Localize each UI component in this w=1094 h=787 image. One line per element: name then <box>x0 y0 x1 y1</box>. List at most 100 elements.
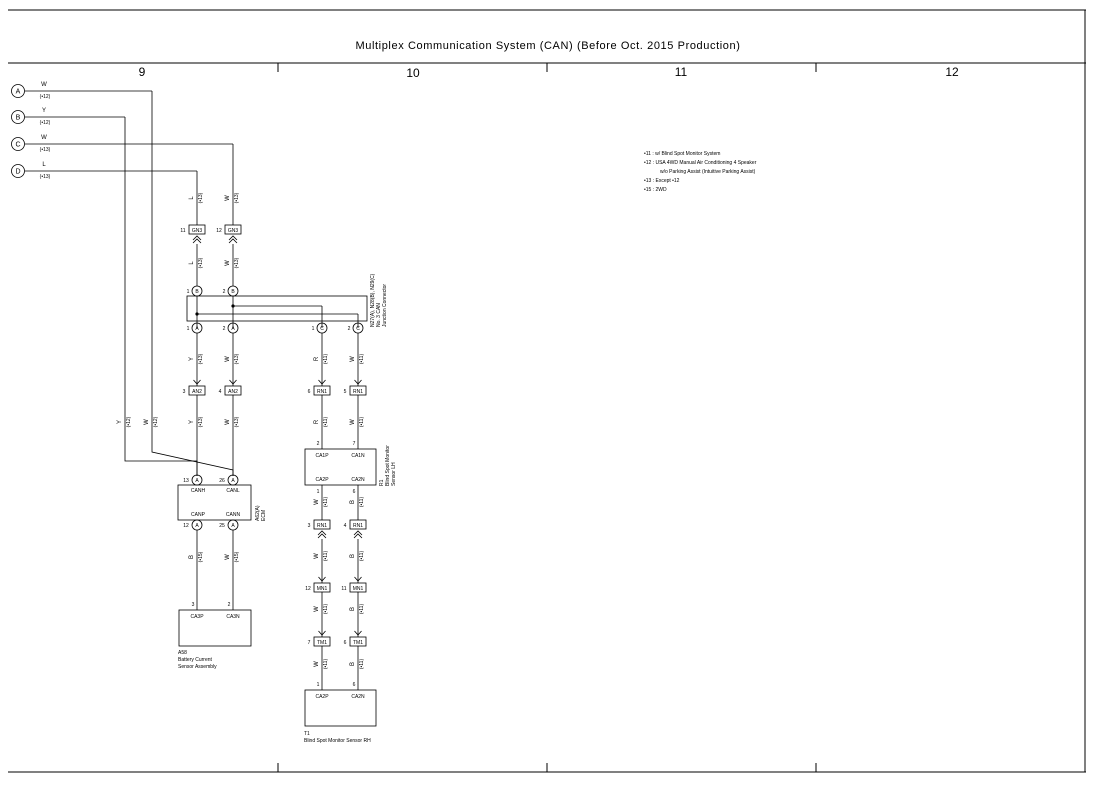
svg-text:1: 1 <box>187 326 190 332</box>
wire-rn1-to-bsm-lh: R (•11) W (•11) <box>314 395 365 449</box>
svg-text:D: D <box>15 169 20 176</box>
svg-text:L: L <box>42 162 46 168</box>
svg-text:12: 12 <box>183 523 189 529</box>
svg-text:13: 13 <box>183 478 189 484</box>
svg-text:Junction Connector: Junction Connector <box>382 284 388 327</box>
wire-bsm-lh-to-rn1: W (•11) B (•11) <box>314 485 365 520</box>
note-11: •11 : w/ Blind Spot Monitor System <box>644 151 720 157</box>
svg-text:(•13): (•13) <box>234 257 240 268</box>
svg-text:W: W <box>350 356 356 362</box>
svg-text:A: A <box>16 89 21 96</box>
svg-text:1: 1 <box>187 289 190 295</box>
svg-text:W: W <box>225 195 231 201</box>
svg-text:RN1: RN1 <box>317 389 327 395</box>
svg-text:12: 12 <box>216 228 222 234</box>
svg-text:N27(A), N28(B), N29(C): N27(A), N28(B), N29(C) <box>370 273 376 327</box>
svg-text:CANL: CANL <box>226 488 240 494</box>
note-15: •15 : 2WD <box>644 187 667 193</box>
reference-d: D L (•13) <box>11 162 197 180</box>
svg-text:C: C <box>356 326 360 332</box>
wire-gn3-to-junction: L (•13) W (•13) <box>189 244 240 286</box>
connector-gn3-pin11: GN3 11 <box>180 224 206 244</box>
svg-text:2: 2 <box>228 602 231 608</box>
svg-text:C: C <box>320 326 324 332</box>
svg-text:3: 3 <box>192 602 195 608</box>
svg-text:W: W <box>314 553 320 559</box>
svg-text:AN2: AN2 <box>228 389 238 395</box>
svg-text:7: 7 <box>308 640 311 646</box>
svg-text:No. 3 CAN: No. 3 CAN <box>376 303 382 327</box>
svg-text:(•15): (•15) <box>198 551 204 562</box>
svg-text:A: A <box>231 478 235 484</box>
svg-text:11: 11 <box>180 228 185 234</box>
svg-text:1: 1 <box>317 489 320 495</box>
svg-text:6: 6 <box>353 489 356 495</box>
junction-pin-a2: A 2 <box>223 322 239 334</box>
svg-text:B: B <box>189 555 195 559</box>
reference-c: C W (•13) <box>11 135 233 153</box>
svg-text:Sensor LH: Sensor LH <box>391 462 397 486</box>
svg-text:26: 26 <box>219 478 225 484</box>
svg-text:R1: R1 <box>379 479 385 486</box>
svg-text:A: A <box>195 478 199 484</box>
svg-text:(•12): (•12) <box>153 416 159 427</box>
wire-ecm-to-battery-sensor: B (•15) W (•15) <box>189 530 240 610</box>
connector-mn1-pin12: MN1 12 <box>305 582 331 593</box>
svg-text:W: W <box>225 260 231 266</box>
svg-text:RN1: RN1 <box>317 523 327 529</box>
connector-mn1-pin11: MN1 11 <box>341 582 367 593</box>
bsm-sensor-rh: 1 6 CA2P CA2N T1 Blind Spot Monitor Sens… <box>304 682 377 744</box>
svg-text:CANP: CANP <box>191 512 206 518</box>
svg-text:CA1N: CA1N <box>351 453 365 459</box>
svg-text:B: B <box>350 607 356 611</box>
svg-text:CA2P: CA2P <box>315 477 329 483</box>
diagram-title: Multiplex Communication System (CAN) (Be… <box>355 40 740 52</box>
wire-ref-d-column: L (•13) <box>189 171 204 225</box>
svg-text:(•11): (•11) <box>323 417 329 428</box>
connector-rn1-pin3: RN1 3 <box>308 519 331 539</box>
svg-text:5: 5 <box>344 389 347 395</box>
junction-caption: N27(A), N28(B), N29(C) No. 3 CAN Junctio… <box>370 273 388 327</box>
connector-rn1-pin5: RN1 5 <box>344 385 367 396</box>
wire-rn1-to-mn1: W (•11) B (•11) <box>314 539 365 583</box>
svg-text:MN1: MN1 <box>353 586 364 592</box>
svg-text:TM1: TM1 <box>353 640 363 646</box>
connector-rn1-pin4: RN1 4 <box>344 519 367 539</box>
svg-text:2: 2 <box>223 326 226 332</box>
svg-text:(•11): (•11) <box>359 497 365 508</box>
junction-pin-b2: B 2 <box>223 285 239 297</box>
svg-text:3: 3 <box>183 389 186 395</box>
svg-text:W: W <box>314 606 320 612</box>
svg-text:(•13): (•13) <box>234 353 240 364</box>
svg-text:(•13): (•13) <box>234 192 240 203</box>
notes-block: •11 : w/ Blind Spot Monitor System •12 :… <box>644 151 757 193</box>
svg-text:C: C <box>15 142 20 149</box>
svg-text:(•13): (•13) <box>198 257 204 268</box>
svg-text:2: 2 <box>223 289 226 295</box>
svg-text:(•11): (•11) <box>359 354 365 365</box>
svg-text:T1: T1 <box>304 731 310 737</box>
svg-text:A: A <box>195 326 199 332</box>
svg-text:Blind Spot Monitor: Blind Spot Monitor <box>385 445 391 486</box>
junction-pin-a1: A 1 <box>187 322 203 334</box>
svg-text:GN3: GN3 <box>192 228 203 234</box>
svg-text:W: W <box>314 499 320 505</box>
wire-an2-to-ecm: Y (•13) W (•13) <box>189 395 240 476</box>
svg-text:Y: Y <box>42 108 46 114</box>
svg-text:7: 7 <box>353 441 356 447</box>
svg-text:B: B <box>350 662 356 666</box>
wire-ref-c-column: W (•13) <box>225 144 240 225</box>
svg-text:Y: Y <box>189 420 195 424</box>
battery-current-sensor: 3 2 CA3P CA3N A58 Battery Current Sensor… <box>178 602 252 670</box>
column-number-10: 10 <box>406 66 420 80</box>
svg-text:(•11): (•11) <box>323 604 329 615</box>
svg-text:(•11): (•11) <box>359 551 365 562</box>
note-13: •13 : Except •12 <box>644 178 680 184</box>
connector-tm1-pin7: TM1 7 <box>308 636 331 647</box>
svg-text:(•13): (•13) <box>234 416 240 427</box>
svg-text:(•12): (•12) <box>126 416 132 427</box>
svg-text:ECM: ECM <box>261 510 267 521</box>
svg-text:CANN: CANN <box>226 512 241 518</box>
svg-text:W: W <box>350 419 356 425</box>
